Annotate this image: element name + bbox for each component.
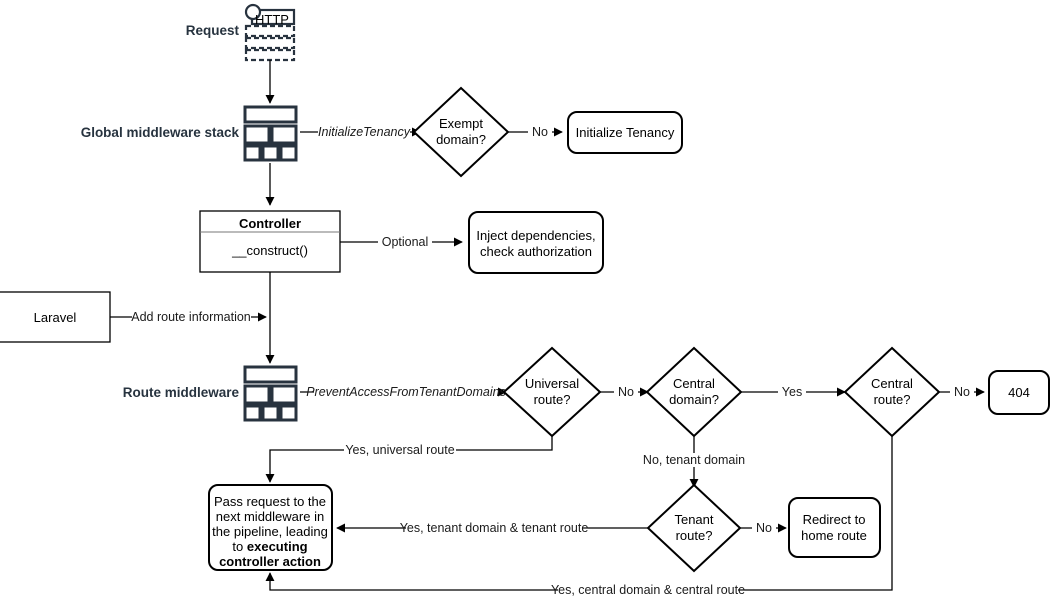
edge-label-central-domain-yes: Yes (782, 385, 802, 399)
central-domain-line1: Central (673, 376, 715, 391)
decision-central-domain: Central domain? (645, 346, 743, 438)
universal-route-line2: route? (534, 392, 571, 407)
laravel-label: Laravel (34, 310, 77, 325)
controller-title: Controller (239, 216, 301, 231)
exempt-domain-line1: Exempt (439, 116, 483, 131)
edge-label-exempt-no: No (532, 125, 548, 139)
node-404: 404 (988, 370, 1050, 415)
http-request-icon: HTTP (244, 3, 296, 62)
controller-method: __construct() (231, 243, 308, 258)
inject-dependencies-line2: check authorization (480, 244, 592, 259)
pass-request-line3: the pipeline, leading (212, 524, 328, 539)
tenant-route-line1: Tenant (674, 512, 713, 527)
central-route-line2: route? (874, 392, 911, 407)
edge-label-central-route-no: No (954, 385, 970, 399)
pass-request-line4-bold: executing (247, 539, 308, 554)
edge-label-tenant-route-yes: Yes, tenant domain & tenant route (400, 521, 589, 535)
edge-label-universal-yes-text: Yes, universal route (345, 443, 454, 457)
middleware-stack-icon-global (243, 105, 298, 162)
inject-dependencies-line1: Inject dependencies, (476, 228, 595, 243)
node-initialize-tenancy: Initialize Tenancy (567, 111, 683, 154)
exempt-domain-line2: domain? (436, 132, 486, 147)
universal-route-line1: Universal (525, 376, 579, 391)
http-request-label: HTTP (255, 12, 289, 27)
edge-label-central-domain-no: No, tenant domain (643, 453, 745, 467)
pass-request-line4-prefix: to (232, 539, 246, 554)
node-pass-request: Pass request to the next middleware in t… (208, 484, 333, 571)
central-route-line1: Central (871, 376, 913, 391)
tenant-route-line2: route? (676, 528, 713, 543)
decision-tenant-route: Tenant route? (646, 483, 742, 573)
decision-central-route: Central route? (843, 346, 941, 438)
edge-label-prevent-access: PreventAccessFromTenantDomains (306, 385, 506, 399)
edge-label-central-route-yes: Yes, central domain & central route (551, 583, 745, 597)
redirect-home-line2: home route (801, 528, 867, 543)
lane-label-request: Request (186, 23, 240, 38)
redirect-home-line1: Redirect to (803, 512, 866, 527)
edge-label-universal-no: No (618, 385, 634, 399)
lane-label-global-middleware: Global middleware stack (81, 125, 240, 140)
node-inject-dependencies: Inject dependencies, check authorization (468, 211, 604, 274)
edge-label-initialize-tenancy: InitializeTenancy (318, 125, 411, 139)
edge-label-add-route-information: Add route information (131, 310, 251, 324)
edge-label-optional: Optional (382, 235, 429, 249)
node-laravel: Laravel (0, 291, 111, 343)
middleware-stack-icon-route (243, 365, 298, 422)
node-controller: Controller __construct() (199, 210, 341, 273)
edge-label-tenant-route-no: No (756, 521, 772, 535)
pass-request-line5: controller action (219, 554, 321, 569)
pass-request-line1: Pass request to the (214, 494, 326, 509)
lane-label-route-middleware: Route middleware (123, 385, 240, 400)
decision-universal-route: Universal route? (502, 346, 602, 438)
node-redirect-home: Redirect to home route (788, 497, 881, 558)
decision-exempt-domain: Exempt domain? (412, 86, 510, 178)
central-domain-line2: domain? (669, 392, 719, 407)
not-found-label: 404 (1008, 385, 1030, 400)
initialize-tenancy-label: Initialize Tenancy (576, 125, 675, 140)
pass-request-line2: next middleware in (216, 509, 324, 524)
pass-request-line4: to executing (232, 539, 307, 554)
